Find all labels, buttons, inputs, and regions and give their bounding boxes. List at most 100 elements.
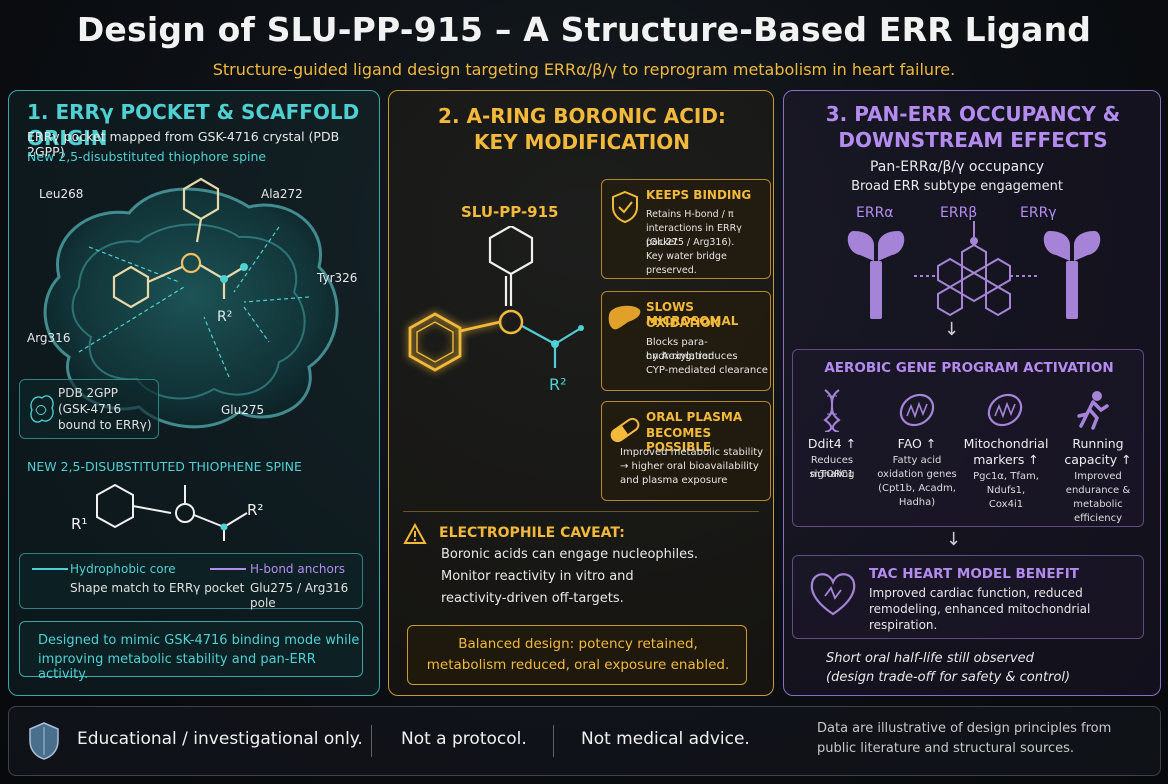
card1-body-1: Retains H-bond / π xyxy=(646,209,734,220)
design-note-line1: Designed to mimic GSK-4716 binding mode … xyxy=(38,633,360,648)
legend-hydrophobic-desc: Shape match to ERRγ pocket xyxy=(70,581,245,595)
gene4-title-1: Running xyxy=(1072,436,1124,451)
balanced-design-box: Balanced design: potency retained, metab… xyxy=(407,625,747,685)
footer-not-advice: Not medical advice. xyxy=(581,729,750,749)
gene1-body-1: Reduces mTORC1 xyxy=(810,455,854,480)
caveat-body-3: reactivity-driven off-targets. xyxy=(441,591,624,606)
receptor-label-gamma: ERRγ xyxy=(1020,205,1057,221)
card1-body-4: Key water bridge preserved. xyxy=(646,251,727,276)
gene-program-title: AEROBIC GENE PROGRAM ACTIVATION xyxy=(824,360,1114,376)
gene3-body-3: Cox4i1 xyxy=(988,499,1024,510)
card1-body-2: interactions in ERRγ pocket xyxy=(646,223,742,248)
panel1-line2: New 2,5-disubstituted thiophore spine xyxy=(27,149,267,164)
footer-separator xyxy=(371,725,372,757)
footer-not-protocol: Not a protocol. xyxy=(401,729,527,749)
gene2-body-4: Hadha) xyxy=(898,497,936,508)
pocket-inner-surface xyxy=(71,223,306,400)
panel3-title-line2: DOWNSTREAM EFFECTS xyxy=(838,128,1108,152)
arrow-down-1: ↓ xyxy=(944,319,960,340)
gene3-title-2: markers ↑ xyxy=(973,452,1039,467)
balanced-line2: metabolism reduced, oral exposure enable… xyxy=(426,657,730,673)
pocket-illustration: R² xyxy=(43,177,339,429)
card1-body-3: (Glu275 / Arg316). xyxy=(646,237,735,248)
page-subtitle: Structure-guided ligand design targeting… xyxy=(212,60,956,79)
residue-tyr326: Tyr326 xyxy=(317,271,358,285)
gene3-body-1: Pgc1α, Tfam, xyxy=(973,471,1039,482)
gene2-body-2: oxidation genes xyxy=(877,469,957,480)
tac-body-3: respiration. xyxy=(869,618,938,632)
receptor-beta-hex-icon xyxy=(914,221,1040,317)
gene1-body-2: signaling xyxy=(809,469,855,480)
panel2-title-line1: 2. A-RING BORONIC ACID: xyxy=(438,104,726,128)
panel3-title-line1: 3. PAN-ERR OCCUPANCY & xyxy=(825,102,1121,126)
residue-ala272: Ala272 xyxy=(261,187,303,201)
tac-body-1: Improved cardiac function, reduced xyxy=(869,586,1083,600)
receptor-alpha-icon xyxy=(847,231,905,319)
pdb-line2: (GSK-4716 xyxy=(58,402,122,416)
ligand-node xyxy=(240,263,248,271)
footer-disclaimer: Educational / investigational only. Not … xyxy=(8,706,1161,776)
gene2-title: FAO ↑ xyxy=(897,436,937,451)
receptor-label-beta: ERRβ xyxy=(940,205,978,221)
liver-icon xyxy=(608,305,641,330)
thiophene-spine-structure xyxy=(96,483,248,541)
molecule-label: SLU-PP-915 xyxy=(461,203,559,221)
gene3-title-1: Mitochondrial xyxy=(963,436,1049,451)
warning-icon xyxy=(403,523,427,544)
ligand-r2-label: R² xyxy=(217,309,232,325)
pdb-reference-box: PDB 2GPP (GSK-4716 bound to ERRγ) xyxy=(19,379,159,439)
mitochondria-icon xyxy=(899,393,935,427)
card-keeps-binding: KEEPS BINDING Retains H-bond / π interac… xyxy=(601,179,771,279)
card-slows-oxidation: SLOWS MICROSOMAL OXIDATION Blocks para-h… xyxy=(601,291,771,391)
gene4-title-2: capacity ↑ xyxy=(1064,452,1132,467)
arrow-down-2: ↓ xyxy=(946,529,962,550)
gene4-body-3: metabolic xyxy=(1073,499,1123,510)
tac-benefit-box: TAC HEART MODEL BENEFIT Improved cardiac… xyxy=(792,555,1144,639)
design-note-line2: improving metabolic stability and pan-ER… xyxy=(38,652,316,682)
spine-title: NEW 2,5-DISUBSTITUTED THIOPHENE SPINE xyxy=(27,459,302,474)
receptor-label-alpha: ERRα xyxy=(856,205,894,221)
halflife-line2: (design trade-off for safety & control) xyxy=(826,670,1071,685)
shield-check-icon xyxy=(612,190,638,224)
running-icon xyxy=(1077,391,1109,430)
gene2-body-3: (Cpt1b, Acadm, xyxy=(878,483,956,494)
residue-leu268: Leu268 xyxy=(39,187,84,201)
panel1-line1: ERRγ pocket mapped from GSK-4716 crystal… xyxy=(27,129,340,159)
gene3-body-2: Ndufs1, xyxy=(986,485,1026,496)
gene4-body-4: efficiency xyxy=(1073,513,1122,524)
footer-educational: Educational / investigational only. xyxy=(77,729,363,749)
card2-body-3: CYP-mediated clearance xyxy=(646,365,768,376)
footer-disclaimer-line2: public literature and structural sources… xyxy=(817,741,1075,756)
heart-icon xyxy=(810,573,856,616)
card3-title-2: BECOMES POSSIBLE xyxy=(646,426,712,454)
spine-r2: R² xyxy=(247,501,264,519)
pdb-line3: bound to ERRγ) xyxy=(58,418,152,432)
halflife-line1: Short oral half-life still observed xyxy=(826,651,1034,666)
tac-body-2: remodeling, enhanced mitochondrial xyxy=(869,602,1091,616)
legend-hydrophobic-label: Hydrophobic core xyxy=(70,562,176,576)
protein-icon xyxy=(30,395,54,423)
legend-hbond-label: H-bond anchors xyxy=(250,562,346,576)
capsule-icon xyxy=(610,417,640,443)
caveat-title: ELECTROPHILE CAVEAT: xyxy=(439,525,625,541)
receptors-illustration xyxy=(847,221,1101,319)
mitochondria-icon xyxy=(987,393,1023,427)
gene-program-box: AEROBIC GENE PROGRAM ACTIVATION Ddit4 ↑ … xyxy=(792,349,1144,527)
card-oral-plasma: ORAL PLASMA BECOMES POSSIBLE Improved me… xyxy=(601,401,771,501)
receptor-gamma-icon xyxy=(1043,231,1101,319)
engagement-text: Broad ERR subtype engagement xyxy=(851,179,1063,194)
legend-hbond-desc: Glu275 / Arg316 pole xyxy=(250,581,349,610)
caveat-body-2: Monitor reactivity in vitro and xyxy=(441,569,634,584)
card2-title-1: SLOWS MICROSOMAL xyxy=(646,300,739,328)
card3-title-1: ORAL PLASMA xyxy=(646,410,743,424)
hydrophobic-swatch xyxy=(32,568,68,570)
card3-body-1: Improved metabolic stability xyxy=(620,447,764,458)
tac-title: TAC HEART MODEL BENEFIT xyxy=(869,566,1080,582)
card3-body-2: → higher oral bioavailability xyxy=(620,461,759,472)
card3-body-3: and plasma exposure xyxy=(620,475,728,486)
occupancy-text: Pan-ERRα/β/γ occupancy xyxy=(869,159,1045,175)
spine-r1: R¹ xyxy=(71,515,88,533)
slu-pp-915-structure xyxy=(408,226,584,372)
residue-glu275: Glu275 xyxy=(221,403,265,417)
panel-pan-err: 3. PAN-ERR OCCUPANCY & DOWNSTREAM EFFECT… xyxy=(783,90,1161,696)
